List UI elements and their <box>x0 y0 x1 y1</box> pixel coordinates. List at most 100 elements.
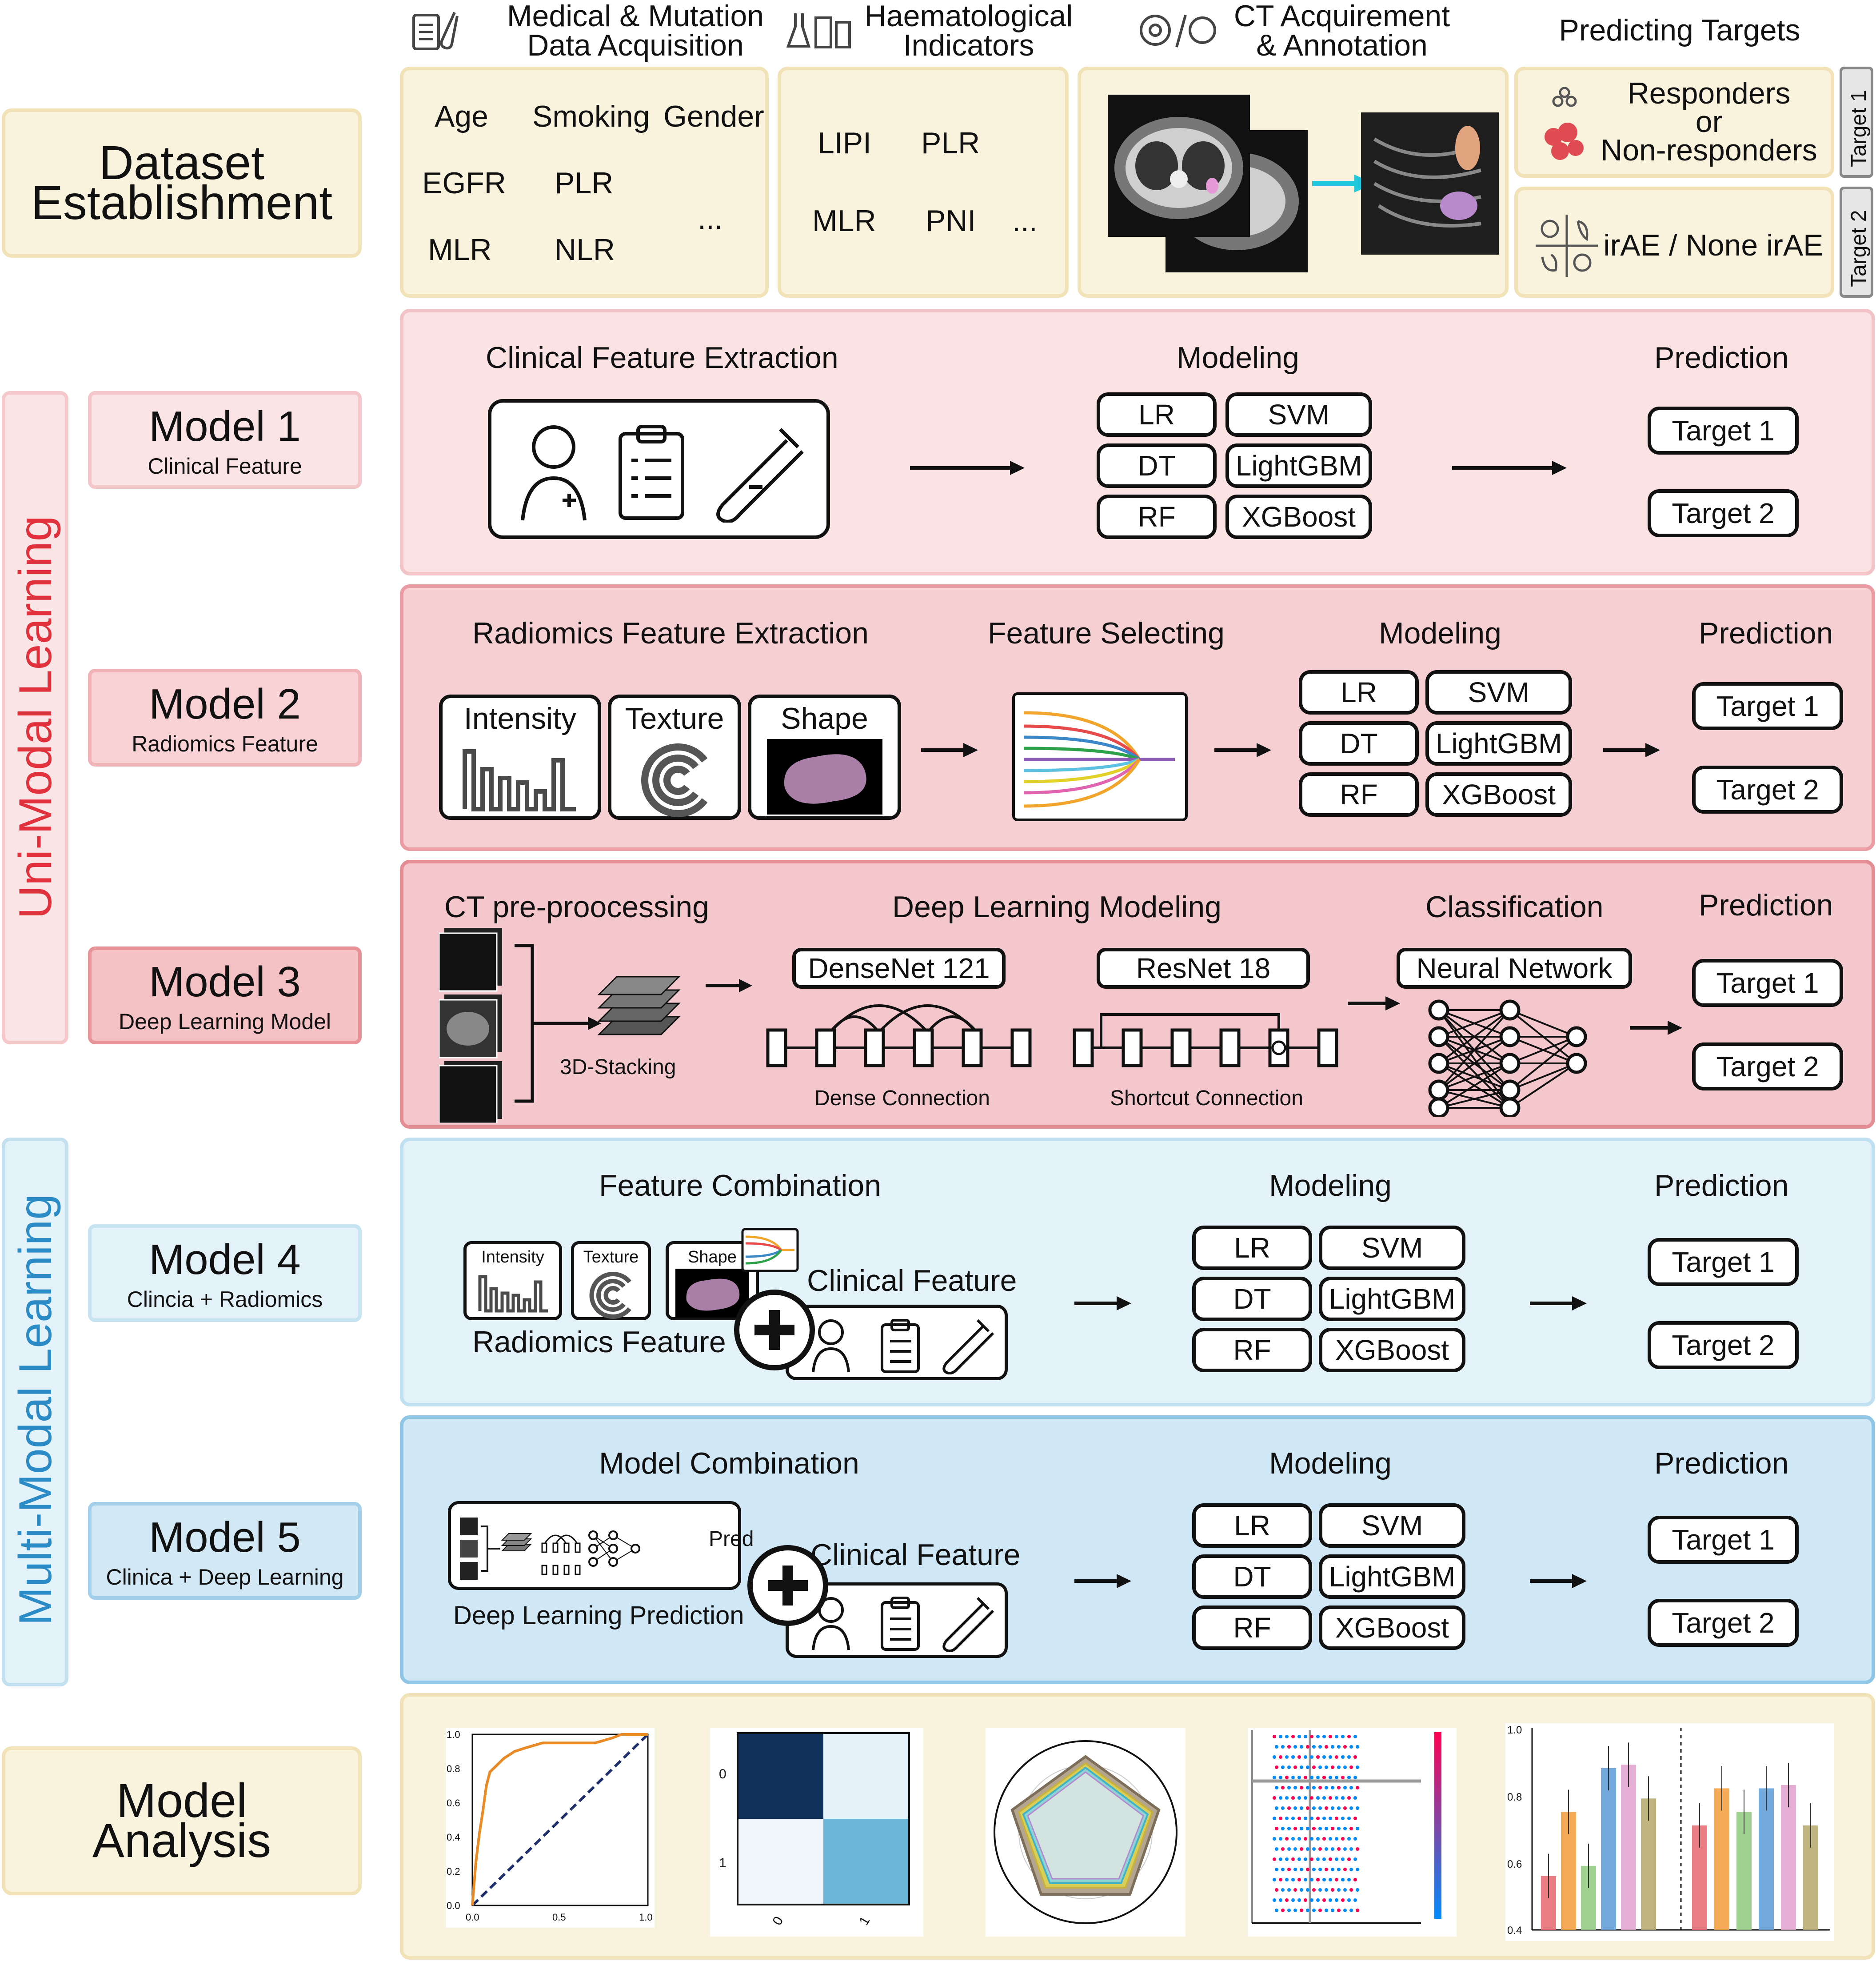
cm-cell-10 <box>738 1819 823 1904</box>
row1-algo-lr: LR <box>1097 392 1217 437</box>
shap-dot <box>1293 1909 1297 1912</box>
row4-clinical-card <box>786 1305 1008 1380</box>
shap-dot <box>1310 1796 1313 1800</box>
shap-dot <box>1312 1827 1316 1830</box>
row5-algo-lightgbm: LightGBM <box>1319 1554 1465 1599</box>
row1-algo-xgboost: XGBoost <box>1225 495 1372 539</box>
shap-dot <box>1341 1837 1345 1841</box>
shap-dot <box>1322 1796 1326 1800</box>
shap-dot <box>1297 1796 1301 1800</box>
shap-dot <box>1316 1735 1320 1738</box>
shap-dot <box>1281 1868 1285 1871</box>
shap-dot <box>1312 1745 1316 1749</box>
shap-dot <box>1291 1776 1295 1779</box>
row4-algo-xgboost: XGBoost <box>1319 1328 1465 1372</box>
cm-y-tick-0: 0 <box>719 1767 726 1781</box>
shap-dot <box>1312 1847 1316 1851</box>
shap-dot <box>1279 1776 1282 1779</box>
shap-dot <box>1310 1735 1313 1738</box>
shap-dot <box>1287 1847 1291 1851</box>
shap-dot <box>1285 1755 1289 1759</box>
shap-dot <box>1337 1786 1341 1789</box>
intensity-label: Intensity <box>463 702 577 735</box>
ct-stacking-diagram <box>439 928 752 1123</box>
shap-dot <box>1297 1755 1301 1759</box>
roc-y-tick-1.0: 1.0 <box>447 1729 460 1740</box>
row2-selecting-title: Feature Selecting <box>988 616 1225 650</box>
shap-dot <box>1312 1868 1316 1871</box>
target2-tag: Target 2 <box>1840 187 1873 298</box>
analysis-charts-box: 1.0 0.8 0.6 0.4 0.2 0.0 0.0 0.5 1.0 0 1 … <box>400 1693 1875 1960</box>
shap-dot <box>1279 1796 1282 1800</box>
shap-dot <box>1300 1847 1303 1851</box>
shap-dot <box>1273 1776 1276 1779</box>
shap-dot <box>1285 1857 1289 1861</box>
neural-network-label: Neural Network <box>1397 948 1632 989</box>
row2-algo-rf: RF <box>1299 772 1419 817</box>
target1-line2: or <box>1695 105 1723 139</box>
neural-network-icon <box>1428 999 1587 1117</box>
shap-dot <box>1329 1878 1332 1881</box>
row5-algo-lr: LR <box>1192 1503 1312 1548</box>
roc-curve <box>471 1733 648 1906</box>
multi-modal-label: Multi-Modal Learning <box>10 1194 61 1626</box>
shap-dot <box>1281 1786 1285 1789</box>
shap-dot <box>1275 1745 1278 1749</box>
shap-dot <box>1300 1909 1303 1912</box>
texture-card: Texture <box>608 695 741 820</box>
row4-plus-icon <box>734 1290 815 1370</box>
shap-dot <box>1322 1878 1326 1881</box>
cm-x-tick-0: 0 <box>770 1914 786 1928</box>
row4-shape-label: Shape <box>688 1248 737 1266</box>
shap-dot <box>1285 1898 1289 1902</box>
shap-dot <box>1337 1745 1341 1749</box>
row1-algo-rf: RF <box>1097 495 1217 539</box>
shap-dot <box>1275 1909 1278 1912</box>
shap-dot <box>1347 1776 1351 1779</box>
feature-more-haem: ... <box>1012 204 1038 238</box>
header-targets: Predicting Targets <box>1559 13 1800 47</box>
shap-dot <box>1353 1776 1357 1779</box>
feature-smoking: Smoking <box>532 100 650 133</box>
model3-subtitle: Deep Learning Model <box>118 1009 331 1034</box>
shap-dot <box>1312 1888 1316 1892</box>
row1-algo-dt: DT <box>1097 443 1217 488</box>
shap-dot <box>1337 1847 1341 1851</box>
row4-texture-icon <box>589 1272 631 1319</box>
roc-y-tick-0.2: 0.2 <box>447 1866 460 1877</box>
shap-dot <box>1356 1786 1359 1789</box>
model5-label-box: Model 5 Clinica + Deep Learning <box>88 1502 362 1600</box>
shap-dot <box>1285 1776 1289 1779</box>
shap-dot <box>1347 1735 1351 1738</box>
shap-dot <box>1291 1837 1295 1841</box>
histogram-icon <box>463 749 576 811</box>
densenet-label: DenseNet 121 <box>792 948 1006 989</box>
header-haem-line1: Haematological <box>864 0 1073 33</box>
shap-dot <box>1316 1776 1320 1779</box>
shap-dot <box>1273 1755 1276 1759</box>
feature-age: Age <box>435 100 488 133</box>
flask-beaker-icon <box>786 13 851 48</box>
header-haem-line2: Indicators <box>903 28 1034 62</box>
shap-dot <box>1312 1806 1316 1810</box>
shap-dot <box>1335 1735 1338 1738</box>
row4-arrow1 <box>1074 1296 1131 1310</box>
dl-prediction-label: Deep Learning Prediction <box>453 1601 744 1630</box>
row2-algo-lightgbm: LightGBM <box>1425 721 1572 766</box>
shap-dot <box>1310 1776 1313 1779</box>
shap-dot <box>1279 1878 1282 1881</box>
shap-dot <box>1310 1755 1313 1759</box>
shap-dot <box>1287 1868 1291 1871</box>
shap-dot <box>1335 1755 1338 1759</box>
shap-dot <box>1318 1888 1322 1892</box>
model4-title: Model 4 <box>149 1236 301 1283</box>
feature-nlr: NLR <box>555 233 615 267</box>
organs-icon <box>1536 215 1598 277</box>
row2-algo-dt: DT <box>1299 721 1419 766</box>
target2-box: irAE / None irAE <box>1514 187 1834 298</box>
shap-dot <box>1285 1735 1289 1738</box>
row4-texture-card: Texture <box>571 1241 651 1320</box>
model1-pipeline: Clinical Feature Extraction Modeling Pre… <box>400 309 1875 575</box>
shap-dot <box>1310 1837 1313 1841</box>
shap-dot <box>1287 1745 1291 1749</box>
